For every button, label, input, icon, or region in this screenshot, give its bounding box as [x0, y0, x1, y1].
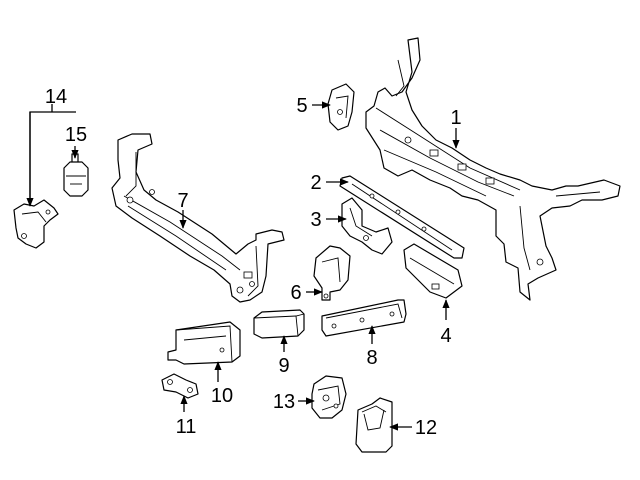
- part-8-reinforcement[interactable]: [321, 299, 407, 337]
- callout-3: 3: [310, 209, 321, 231]
- callout-12: 12: [415, 417, 437, 439]
- callout-5: 5: [296, 95, 307, 117]
- part-7-crossmember[interactable]: [111, 133, 285, 303]
- callout-2: 2: [310, 172, 321, 194]
- callout-11: 11: [176, 416, 197, 438]
- part-3-bracket[interactable]: [341, 197, 393, 255]
- callout-4: 4: [440, 325, 451, 347]
- callout-1: 1: [450, 107, 461, 129]
- callout-14: 14: [45, 86, 67, 108]
- callout-10: 10: [211, 385, 233, 407]
- part-6-bracket[interactable]: [313, 245, 351, 301]
- part-9-block[interactable]: [253, 309, 305, 339]
- part-15-fastener[interactable]: [63, 153, 89, 197]
- part-2-tie-bar[interactable]: [339, 175, 465, 259]
- callout-7: 7: [177, 190, 188, 212]
- part-13-latch[interactable]: [311, 375, 347, 419]
- part-10-mount-bracket[interactable]: [167, 321, 241, 365]
- callout-labels: 1 2 3 4 5 6 7 8 9 10 11 12 13 14 15: [45, 86, 462, 439]
- callout-8: 8: [366, 347, 377, 369]
- callout-9: 9: [278, 355, 289, 377]
- callout-6: 6: [290, 282, 301, 304]
- callout-15: 15: [65, 124, 87, 146]
- part-4-lower-support[interactable]: [403, 243, 463, 299]
- leader-lines: [26, 101, 460, 431]
- part-11-plate[interactable]: [161, 373, 199, 399]
- part-12-insulator[interactable]: [355, 397, 393, 453]
- part-1-support-assembly[interactable]: [365, 37, 621, 301]
- part-5-small-bracket[interactable]: [327, 83, 355, 131]
- callout-13: 13: [273, 391, 295, 413]
- part-14-side-bracket[interactable]: [13, 199, 59, 249]
